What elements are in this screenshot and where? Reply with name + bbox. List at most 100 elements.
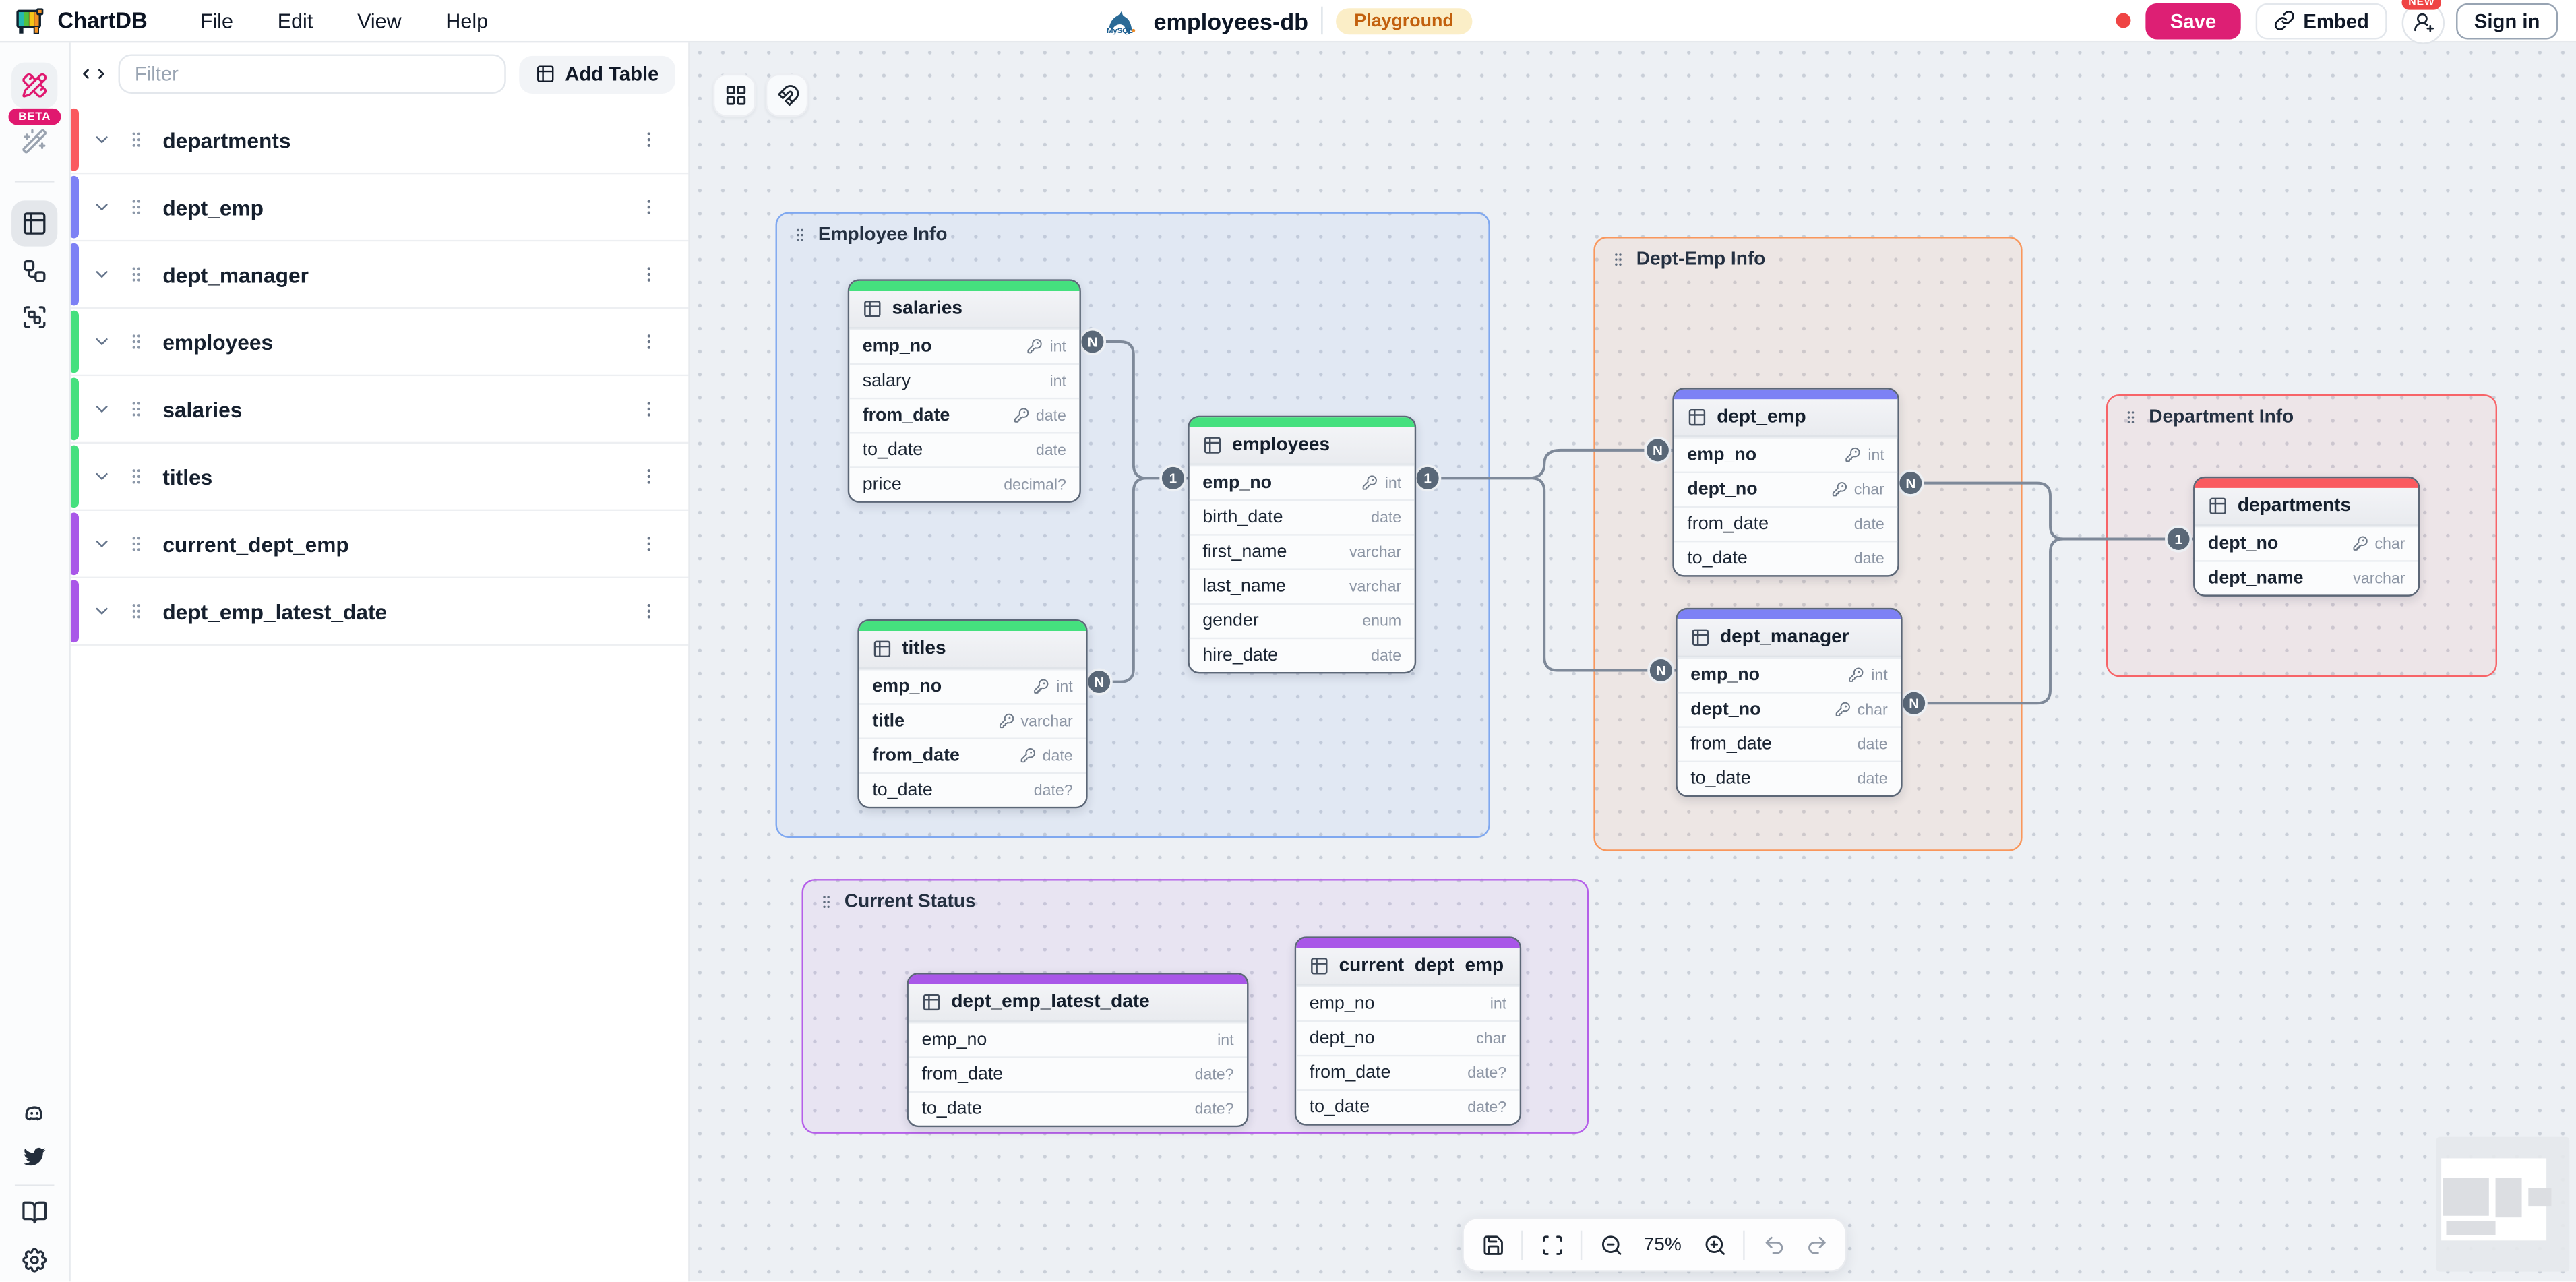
menu-file[interactable]: File — [200, 9, 233, 32]
area-label[interactable]: Employee Info — [792, 225, 1489, 245]
rail-docs-button[interactable] — [22, 1199, 48, 1225]
more-menu-icon[interactable] — [639, 130, 658, 150]
chevron-down-icon[interactable] — [92, 534, 112, 553]
chevron-down-icon[interactable] — [92, 197, 112, 217]
menu-view[interactable]: View — [357, 9, 402, 32]
more-menu-icon[interactable] — [639, 466, 658, 486]
sidebar-item-dept-manager[interactable]: dept_manager — [69, 241, 689, 309]
area-label[interactable]: Dept-Emp Info — [1610, 250, 2021, 270]
embed-button[interactable]: Embed — [2255, 2, 2387, 39]
edge-dept-emp-departments[interactable] — [1895, 481, 2194, 541]
sidebar-item-titles[interactable]: titles — [69, 444, 689, 512]
edge-salaries-employees[interactable] — [1078, 340, 1188, 480]
edge-titles-employees[interactable] — [1084, 477, 1188, 683]
minimap[interactable] — [2436, 1136, 2570, 1272]
undo-button[interactable] — [1753, 1224, 1794, 1265]
drag-handle-icon[interactable] — [127, 466, 146, 486]
sidebar-item-current-dept-emp[interactable]: current_dept_emp — [69, 511, 689, 578]
diagram-name[interactable]: employees-db — [1153, 7, 1309, 34]
drag-handle-icon[interactable] — [127, 534, 146, 553]
diagram-canvas[interactable]: Employee Info Dept-Emp Info Department I… — [688, 40, 2576, 1282]
snap-magnet-button[interactable] — [765, 73, 809, 117]
chevron-down-icon[interactable] — [92, 332, 112, 351]
more-menu-icon[interactable] — [639, 197, 658, 217]
zoom-level[interactable]: 75% — [1643, 1234, 1682, 1255]
table-header[interactable]: employees — [1189, 427, 1415, 465]
edge-employees-dept-emp[interactable] — [1413, 448, 1673, 480]
zoom-in-button[interactable] — [1694, 1224, 1735, 1265]
table-header[interactable]: titles — [859, 631, 1086, 669]
rail-relationships-button[interactable] — [22, 258, 48, 284]
sidebar-item-dept-emp-latest-date[interactable]: dept_emp_latest_date — [69, 578, 689, 646]
more-menu-icon[interactable] — [639, 534, 658, 553]
chevron-down-icon[interactable] — [92, 466, 112, 486]
account-avatar[interactable]: NEW — [2401, 0, 2445, 44]
rail-ai-button[interactable] — [22, 128, 48, 154]
table-header[interactable]: salaries — [849, 291, 1080, 329]
code-icon[interactable] — [82, 63, 105, 86]
rail-editor-button[interactable] — [11, 62, 58, 109]
menu-help[interactable]: Help — [446, 9, 489, 32]
table-header[interactable]: current_dept_emp — [1296, 948, 1520, 986]
sidebar-item-employees[interactable]: employees — [69, 309, 689, 377]
sidebar-item-departments[interactable]: departments — [69, 106, 689, 175]
more-menu-icon[interactable] — [639, 332, 658, 351]
redo-button[interactable] — [1796, 1224, 1837, 1265]
signin-button[interactable]: Sign in — [2456, 2, 2558, 39]
table-header[interactable]: departments — [2195, 487, 2418, 526]
more-menu-icon[interactable] — [639, 601, 658, 621]
sidebar-item-salaries[interactable]: salaries — [69, 376, 689, 444]
chevron-down-icon[interactable] — [92, 264, 112, 284]
chevron-down-icon[interactable] — [92, 399, 112, 419]
more-menu-icon[interactable] — [639, 264, 658, 284]
drag-handle-icon[interactable] — [127, 264, 146, 284]
edge-employees-dept-manager[interactable] — [1413, 477, 1676, 672]
edge-dept-manager-departments[interactable] — [1899, 537, 2194, 705]
brand[interactable]: ChartDB — [15, 7, 148, 34]
drag-handle-icon[interactable] — [127, 130, 146, 150]
table-header[interactable]: dept_emp_latest_date — [908, 984, 1248, 1022]
area-label[interactable]: Current Status — [818, 892, 1587, 912]
fit-view-button[interactable] — [1531, 1224, 1572, 1265]
rail-tables-button[interactable] — [11, 200, 58, 247]
more-menu-icon[interactable] — [639, 399, 658, 419]
save-diagram-button[interactable] — [1472, 1224, 1513, 1265]
save-button[interactable]: Save — [2145, 2, 2241, 39]
zoom-out-button[interactable] — [1591, 1224, 1632, 1265]
